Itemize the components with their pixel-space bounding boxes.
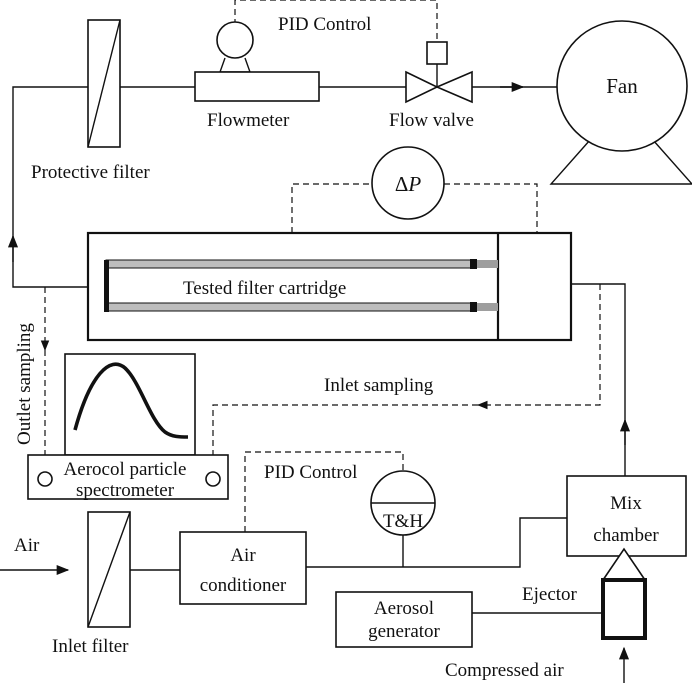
gauge-mount bbox=[219, 57, 251, 73]
fan-icon bbox=[556, 20, 688, 152]
valve-body-right bbox=[434, 70, 473, 104]
delta-p-label: ΔP bbox=[395, 172, 422, 196]
mix-chamber-label-line2: chamber bbox=[593, 525, 659, 546]
dp-right-tap bbox=[444, 183, 538, 233]
protective-filter bbox=[87, 19, 121, 148]
outlet-pipe bbox=[12, 86, 88, 288]
inlet-sampling-label: Inlet sampling bbox=[324, 375, 434, 396]
size-distribution-curve bbox=[73, 362, 189, 439]
spectrometer-screen bbox=[64, 353, 196, 456]
protective-filter-label: Protective filter bbox=[31, 162, 150, 183]
inlet-sampling-arrow bbox=[476, 284, 601, 410]
cartridge-end-cap bbox=[104, 260, 109, 312]
fan-label: Fan bbox=[606, 74, 638, 98]
delta-p-gauge-icon bbox=[371, 146, 445, 220]
spectrometer-label-line1: Aerocol particle bbox=[64, 459, 187, 480]
pipe-mix-housing bbox=[571, 283, 626, 476]
flow-valve bbox=[405, 41, 473, 104]
th-label: T&H bbox=[383, 511, 423, 532]
delta-symbol: Δ bbox=[395, 172, 409, 196]
cartridge-tube-top bbox=[105, 259, 476, 269]
ejector-label: Ejector bbox=[522, 584, 578, 605]
mix-chamber bbox=[566, 475, 687, 557]
aerosol-generator-label-line2: generator bbox=[368, 621, 440, 642]
spectrometer-port-left-icon bbox=[37, 471, 53, 487]
pipe-conditioner-mix bbox=[306, 517, 567, 568]
compressed-air-label: Compressed air bbox=[445, 660, 564, 681]
signal-lines bbox=[40, 0, 601, 532]
valve-body-left bbox=[405, 70, 439, 104]
pid-control-mid-label: PID Control bbox=[264, 462, 357, 483]
mix-chamber-label-line1: Mix bbox=[610, 493, 642, 514]
spectrometer-label-line2: spectrometer bbox=[76, 480, 175, 501]
flowmeter-gauge-icon bbox=[216, 21, 254, 59]
air-conditioner bbox=[179, 531, 307, 605]
air-conditioner-label-line2: conditioner bbox=[200, 575, 287, 596]
air-label: Air bbox=[14, 535, 40, 556]
air-conditioner-label-line1: Air bbox=[230, 545, 256, 566]
flow-valve-label: Flow valve bbox=[389, 110, 474, 131]
flowmeter-label: Flowmeter bbox=[207, 110, 290, 131]
valve-actuator-icon bbox=[426, 41, 448, 65]
aerosol-generator bbox=[335, 591, 473, 648]
inlet-sampling-line bbox=[212, 404, 478, 455]
dp-left-tap bbox=[291, 183, 372, 233]
pid-control-top-label: PID Control bbox=[278, 14, 371, 35]
aerosol-generator-label-line1: Aerosol bbox=[374, 598, 434, 619]
inlet-filter bbox=[87, 511, 131, 628]
tested-filter-housing bbox=[86, 231, 573, 342]
fan-base-icon bbox=[549, 139, 692, 185]
ejector bbox=[601, 547, 647, 640]
flowmeter bbox=[194, 21, 320, 102]
pid-mid-signal bbox=[244, 451, 404, 532]
tested-filter-label: Tested filter cartridge bbox=[183, 278, 346, 299]
piping bbox=[0, 81, 631, 683]
particle-spectrometer bbox=[27, 353, 229, 500]
fan bbox=[549, 20, 692, 185]
pressure-var: P bbox=[407, 172, 421, 196]
inlet-filter-label: Inlet filter bbox=[52, 636, 129, 657]
outlet-sampling-label: Outlet sampling bbox=[14, 323, 35, 445]
temperature-humidity-sensor bbox=[370, 470, 436, 536]
spectrometer-port-right-icon bbox=[205, 471, 221, 487]
cartridge-tube-bottom bbox=[105, 302, 476, 312]
